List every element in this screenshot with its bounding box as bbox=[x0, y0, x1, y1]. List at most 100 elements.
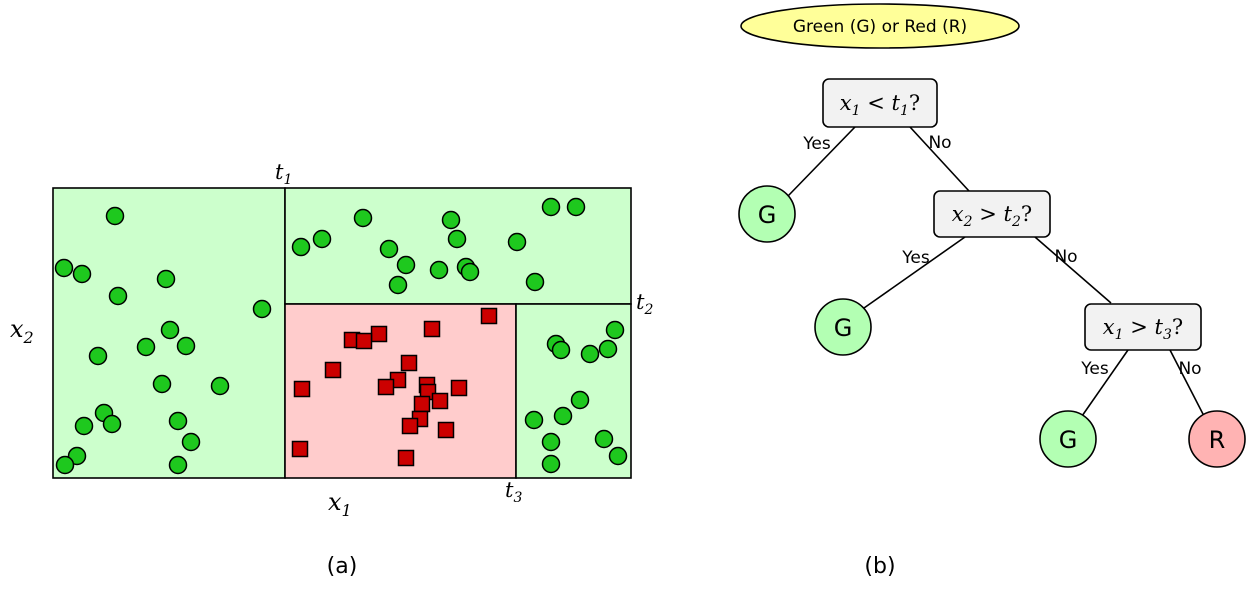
panel-a-partition-plot: t1 t2 t3 x1 x2 (a) bbox=[10, 160, 653, 579]
caption-a: (a) bbox=[327, 554, 358, 579]
green-point bbox=[396, 255, 416, 275]
red-point bbox=[437, 421, 455, 439]
edge-label-root-no: No bbox=[928, 133, 951, 153]
green-point bbox=[541, 432, 561, 452]
green-point bbox=[605, 320, 625, 340]
green-points bbox=[54, 197, 628, 475]
green-point bbox=[108, 286, 128, 306]
green-point bbox=[525, 272, 545, 292]
green-point bbox=[541, 454, 561, 474]
panel-b-decision-tree: Yes No Yes No Yes No Green (G) or Red (R… bbox=[738, 3, 1246, 579]
green-point bbox=[570, 390, 590, 410]
red-point bbox=[293, 380, 311, 398]
edge-label-n2-yes: Yes bbox=[901, 248, 930, 268]
leaf-node-2 bbox=[814, 298, 872, 356]
red-point bbox=[291, 440, 309, 458]
green-point bbox=[168, 411, 188, 431]
leaf-node-3-label: G bbox=[1059, 426, 1078, 454]
edge-label-n2-no: No bbox=[1054, 247, 1077, 267]
region-middle-red bbox=[284, 303, 517, 479]
green-point bbox=[594, 429, 614, 449]
green-point bbox=[88, 346, 108, 366]
green-point bbox=[291, 237, 311, 257]
leaf-node-4 bbox=[1188, 410, 1246, 468]
edge-label-root-yes: Yes bbox=[802, 134, 831, 154]
red-point bbox=[450, 379, 468, 397]
edge-label-n3-no: No bbox=[1178, 359, 1201, 379]
decision-node-3 bbox=[1084, 303, 1202, 351]
red-point bbox=[377, 378, 395, 396]
green-point bbox=[429, 260, 449, 280]
green-point bbox=[72, 264, 92, 284]
red-points bbox=[291, 307, 498, 467]
red-point bbox=[413, 395, 431, 413]
green-point bbox=[176, 336, 196, 356]
green-point bbox=[74, 416, 94, 436]
decision-node-2 bbox=[933, 190, 1051, 238]
decision-node-3-text: x1 > t3? bbox=[1103, 315, 1183, 343]
green-point bbox=[102, 414, 122, 434]
decision-node-root bbox=[822, 78, 938, 128]
edge-n3-no bbox=[1169, 349, 1205, 417]
tree-title: Green (G) or Red (R) bbox=[793, 17, 967, 37]
leaf-node-4-label: R bbox=[1209, 426, 1226, 454]
green-point bbox=[136, 337, 156, 357]
threshold-label-t2: t2 bbox=[636, 290, 653, 318]
decision-node-root-text: x1 < t1? bbox=[840, 91, 920, 119]
green-point bbox=[388, 275, 408, 295]
green-point bbox=[156, 269, 176, 289]
leaf-node-3 bbox=[1039, 410, 1097, 468]
red-point bbox=[370, 325, 388, 343]
red-point bbox=[480, 307, 498, 325]
green-point bbox=[598, 339, 618, 359]
axis-label-x1: x1 bbox=[328, 488, 352, 520]
green-point bbox=[551, 340, 571, 360]
green-point bbox=[608, 446, 628, 466]
red-point bbox=[423, 320, 441, 338]
edge-root-yes bbox=[787, 126, 856, 197]
decision-node-2-text: x2 > t2? bbox=[952, 202, 1032, 230]
threshold-label-t1: t1 bbox=[275, 160, 292, 188]
green-point bbox=[447, 229, 467, 249]
edge-n2-yes bbox=[863, 236, 966, 309]
leaf-node-1-label: G bbox=[758, 201, 777, 229]
green-point bbox=[55, 455, 75, 475]
red-point bbox=[401, 417, 419, 435]
green-point bbox=[160, 320, 180, 340]
green-point bbox=[168, 455, 188, 475]
red-point bbox=[400, 354, 418, 372]
red-point bbox=[397, 449, 415, 467]
green-point bbox=[441, 210, 461, 230]
edge-root-no bbox=[909, 126, 970, 192]
green-point bbox=[524, 410, 544, 430]
axis-label-x2: x2 bbox=[10, 315, 34, 347]
green-point bbox=[54, 258, 74, 278]
green-point bbox=[312, 229, 332, 249]
green-point bbox=[152, 374, 172, 394]
green-point bbox=[566, 197, 586, 217]
leaf-node-2-label: G bbox=[834, 314, 853, 342]
green-point bbox=[541, 197, 561, 217]
red-point bbox=[431, 392, 449, 410]
leaf-node-1 bbox=[738, 185, 796, 243]
edge-label-n3-yes: Yes bbox=[1080, 359, 1109, 379]
green-point bbox=[181, 432, 201, 452]
red-point bbox=[324, 361, 342, 379]
green-point bbox=[252, 299, 272, 319]
green-point bbox=[353, 208, 373, 228]
green-point bbox=[460, 262, 480, 282]
green-point bbox=[379, 239, 399, 259]
green-point bbox=[507, 232, 527, 252]
tree-title-ellipse bbox=[740, 3, 1020, 49]
green-point bbox=[553, 406, 573, 426]
red-point bbox=[355, 332, 373, 350]
green-point bbox=[580, 344, 600, 364]
threshold-label-t3: t3 bbox=[505, 478, 522, 506]
edge-n2-no bbox=[1034, 236, 1112, 304]
green-point bbox=[210, 376, 230, 396]
edge-n3-yes bbox=[1081, 349, 1129, 417]
caption-b: (b) bbox=[864, 554, 895, 579]
green-point bbox=[105, 206, 125, 226]
